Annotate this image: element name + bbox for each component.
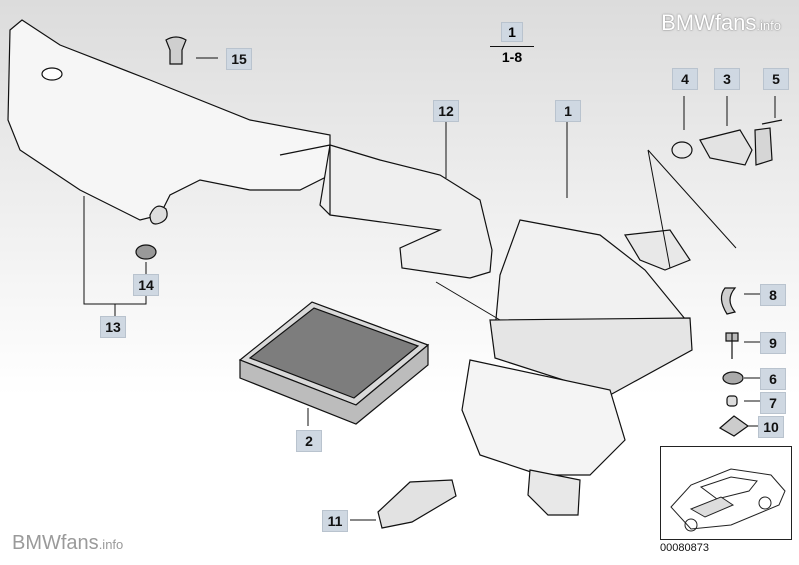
- pipe-seam: [279, 144, 331, 215]
- assembly-lines: [647, 149, 737, 269]
- gasket-ring: [671, 141, 693, 159]
- sensor-assembly: [647, 119, 783, 269]
- grommet-6: [722, 371, 744, 385]
- reference-divider: [490, 46, 534, 47]
- intake-duct: [7, 19, 331, 221]
- duct-clip: [149, 205, 168, 225]
- callout-13[interactable]: 13: [100, 316, 126, 338]
- rivet-15: [165, 36, 187, 65]
- bolt-9: [725, 332, 739, 359]
- sensor-screw: [761, 119, 783, 125]
- watermark-top: BMWfans.info: [661, 10, 781, 36]
- callout-7[interactable]: 7: [760, 392, 786, 414]
- callout-8[interactable]: 8: [760, 284, 786, 306]
- sleeve-7: [726, 395, 738, 407]
- duct-hole: [41, 67, 63, 81]
- bracket-11: [377, 479, 457, 529]
- leader-lines: [83, 57, 776, 521]
- car-icon: [670, 468, 786, 532]
- vehicle-inset: [660, 446, 792, 540]
- clip-10: [718, 415, 750, 437]
- reference-top: 1: [501, 22, 523, 42]
- callout-4[interactable]: 4: [672, 68, 698, 90]
- air-filter-element: [238, 301, 430, 425]
- watermark-brand: BMWfans: [12, 532, 99, 554]
- bracket-8: [720, 287, 737, 315]
- callout-2[interactable]: 2: [296, 430, 322, 452]
- callout-9[interactable]: 9: [760, 332, 786, 354]
- sensor-body: [699, 129, 753, 166]
- watermark-brand: BMWfans: [661, 10, 757, 35]
- callout-5[interactable]: 5: [763, 68, 789, 90]
- part-number: 00080873: [660, 542, 709, 554]
- callout-1[interactable]: 1: [555, 100, 581, 122]
- callout-15[interactable]: 15: [226, 48, 252, 70]
- callout-6[interactable]: 6: [760, 368, 786, 390]
- grommet-14: [135, 244, 157, 260]
- reference-group: 1 1-8: [490, 22, 534, 65]
- watermark-suffix: .info: [756, 18, 781, 33]
- watermark-bottom: BMWfans.info: [12, 532, 123, 555]
- sensor-flange: [754, 127, 773, 166]
- callout-14[interactable]: 14: [133, 274, 159, 296]
- connector-pipe: [319, 144, 493, 279]
- filter-housing: [461, 219, 693, 516]
- reference-range: 1-8: [501, 49, 523, 65]
- callout-12[interactable]: 12: [433, 100, 459, 122]
- callout-11[interactable]: 11: [322, 510, 348, 532]
- watermark-suffix: .info: [98, 537, 124, 552]
- callout-10[interactable]: 10: [758, 416, 784, 438]
- callout-3[interactable]: 3: [714, 68, 740, 90]
